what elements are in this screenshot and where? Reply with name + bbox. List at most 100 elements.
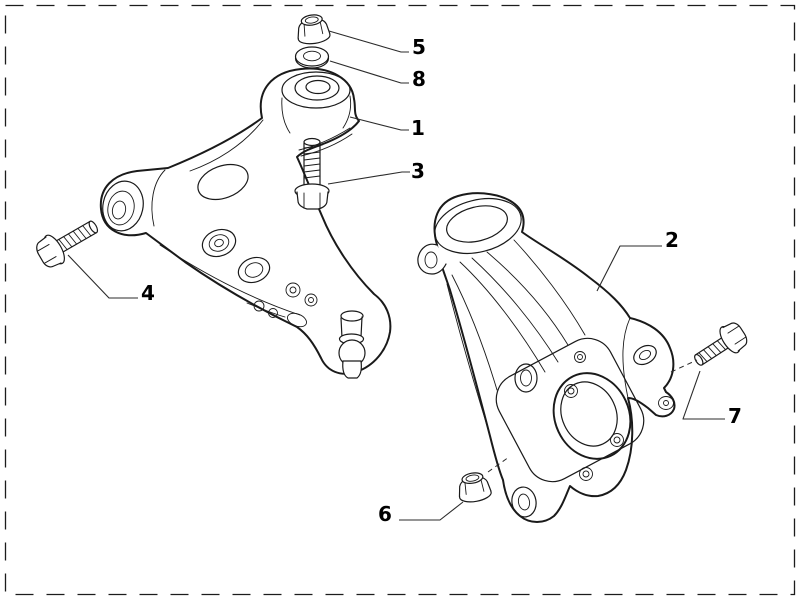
washer-hole	[303, 50, 321, 62]
arm-hole-ring2-outer	[237, 256, 271, 284]
flange-hole3-outer	[579, 467, 593, 481]
arm-hole-small2-inner	[308, 297, 314, 303]
knuckle-bracket-hole-inner	[520, 369, 532, 387]
leader-line-8	[329, 60, 409, 84]
bolt-part-7	[694, 322, 748, 366]
arm-hole-ring1-outer	[201, 228, 237, 258]
bolt4-head-facets	[37, 243, 57, 264]
hub-bore-inner	[560, 381, 618, 447]
callout-2: 2	[665, 228, 679, 252]
callout-4: 4	[141, 281, 155, 305]
front-bushing-cylinder-line	[151, 169, 166, 227]
knuckle-tail-hole-inner	[517, 493, 531, 511]
front-bushing-mid-ring	[107, 190, 135, 226]
flange-hole4-inner	[577, 354, 583, 360]
flange-hole3-inner	[582, 470, 590, 478]
bolt7-threads	[698, 340, 726, 363]
callout-8: 8	[412, 67, 426, 91]
rear-bushing-outer-ring	[281, 71, 351, 109]
balljoint-stud-top	[340, 310, 364, 322]
bolt3-head-facets	[303, 192, 321, 209]
boss-stub-end-hole	[663, 400, 669, 406]
control-arm-part-1	[99, 67, 392, 379]
bolt-part-4	[36, 220, 99, 268]
balljoint-bracket-edge	[246, 302, 286, 318]
arm-hole-ring1-inner	[214, 238, 224, 248]
flange-hole2-outer	[610, 433, 624, 447]
knuckle-ear-hole	[424, 251, 438, 269]
bolt3-hex-head	[296, 191, 329, 210]
balljoint-bracket-slot	[287, 312, 307, 328]
front-bushing-bore	[111, 200, 127, 220]
arm-wing-lip	[298, 127, 353, 157]
arm-neck-inner-edge	[189, 119, 264, 172]
bolt3-tip	[303, 137, 321, 147]
knuckle-body	[433, 192, 676, 523]
nut5-thread-hole	[304, 16, 319, 24]
hub-bore-outer	[552, 372, 632, 460]
balljoint-bracket-hole2	[268, 308, 278, 318]
rear-bushing-bore	[305, 79, 331, 95]
arm-hole-ring2-inner	[244, 262, 264, 278]
balljoint-bracket-hole1	[253, 300, 265, 312]
knuckle-top-bore-inner	[446, 205, 508, 243]
bolt3-shank	[303, 142, 321, 189]
nut-part-6	[458, 472, 492, 503]
leader-line-5	[328, 30, 409, 53]
washer-part-8	[294, 46, 330, 69]
dashlink-nut6-knuckle	[487, 456, 510, 473]
leader-line-7	[682, 370, 725, 420]
arm-hole-small2-outer	[304, 293, 318, 307]
bolt4-shank	[53, 220, 98, 255]
leader-lines	[67, 30, 725, 521]
callout-labels: 5 8 1 3 4 2 7 6	[141, 35, 742, 526]
washer-top-face	[294, 46, 330, 67]
callout-7: 7	[728, 404, 742, 428]
arm-hole-small1-inner	[289, 286, 297, 294]
bolt4-hex-head	[36, 236, 62, 268]
arm-plate-fold	[159, 244, 301, 316]
boss-inner-edge	[622, 317, 631, 399]
flange-hole2-inner	[613, 436, 621, 444]
balljoint-tip	[342, 360, 362, 379]
bolt7-head-facets	[727, 325, 746, 345]
bolt3-threads	[303, 145, 321, 179]
arm-hole-ring1-mid	[208, 234, 230, 252]
bolt4-threads	[58, 225, 92, 251]
leader-line-6	[399, 501, 464, 521]
flange-hole1-inner	[567, 387, 575, 395]
rear-bushing-mid-ring	[294, 75, 340, 101]
boss-hole-inner	[638, 349, 652, 361]
rear-bushing-cup-sides	[281, 95, 352, 134]
knuckle-hub-flange	[495, 337, 645, 483]
steering-knuckle-part-2	[417, 192, 676, 523]
ball-joint	[338, 310, 366, 379]
balljoint-stud-sides	[340, 316, 363, 339]
leader-line-3	[327, 171, 410, 185]
bolt7-tip	[694, 353, 704, 366]
control-arm-body	[99, 67, 392, 375]
nut6-thread-hole	[465, 474, 480, 482]
arm-hole-small1-outer	[285, 282, 301, 298]
leader-line-1	[349, 116, 409, 131]
bolt4-tip	[88, 220, 99, 234]
knuckle-inner-edges	[446, 239, 586, 433]
flange-hole1-outer	[564, 384, 578, 398]
flange-hole4-outer	[574, 351, 586, 363]
bolt-part-3	[294, 137, 330, 210]
callout-1: 1	[411, 116, 425, 140]
nut-part-5	[297, 14, 331, 45]
callout-6: 6	[378, 502, 392, 526]
front-bushing-outer-ring	[102, 180, 144, 232]
knuckle-top-bore-outer	[434, 198, 522, 254]
boss-stub-end	[658, 396, 674, 410]
knuckle-bracket-hole-outer	[514, 363, 538, 393]
arm-hole-large	[197, 163, 249, 201]
boss-hole-outer	[633, 344, 657, 366]
diagram-dashed-border	[4, 4, 796, 596]
knuckle-ear	[417, 243, 447, 275]
leader-line-4	[67, 254, 138, 299]
bolt7-hex-head	[722, 322, 748, 352]
